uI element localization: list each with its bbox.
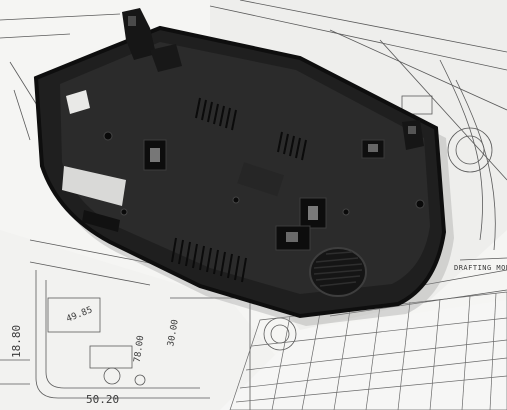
dimension-50-20: 50.20 — [86, 393, 120, 406]
vent-slots — [171, 97, 307, 283]
screw-holes — [103, 131, 425, 216]
speaker-grille — [309, 247, 367, 297]
drawing-part-label: DRAFTING MODE — [454, 264, 507, 272]
dimension-18-80: 18.80 — [10, 324, 23, 358]
drawing-table — [229, 291, 507, 410]
cluster-housing — [33, 8, 454, 326]
